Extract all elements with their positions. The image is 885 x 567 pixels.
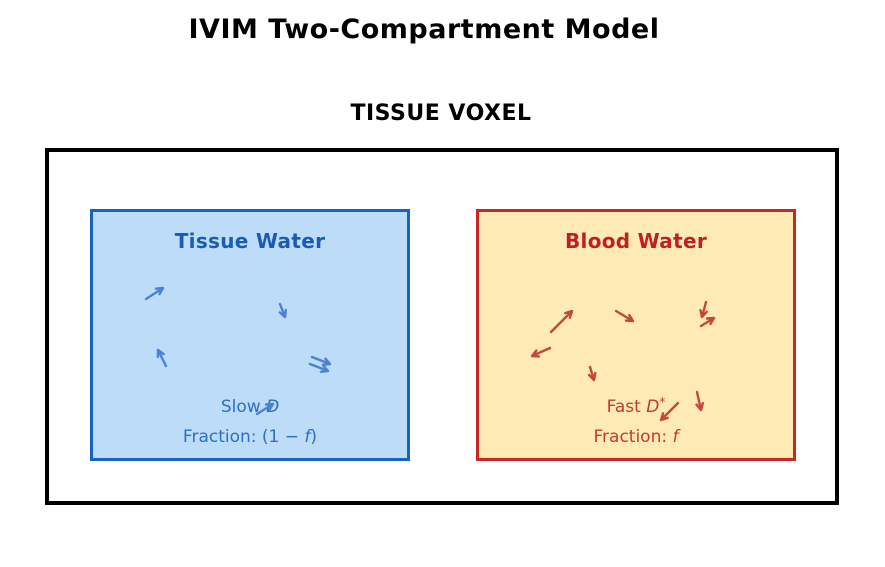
fraction-symbol: f (304, 427, 311, 447)
pseudo-diffusion-coefficient-symbol: D (646, 397, 660, 417)
tissue-fraction-label: Fraction: (1 − f) (182, 427, 318, 447)
tissue-diffusion-label: Slow D (220, 397, 280, 417)
blood-water-compartment: Blood Water Fast D* Fraction: f (476, 209, 796, 461)
tissue-water-title: Tissue Water (174, 229, 326, 253)
blood-diffusion-label: Fast D* (606, 395, 666, 417)
tissue-water-compartment: Tissue Water Slow D Fraction: (1 − f) (90, 209, 410, 461)
diffusion-coefficient-symbol: D (266, 397, 280, 417)
blood-water-labels: Fast D* Fraction: f (479, 390, 793, 450)
tissue-water-labels: Slow D Fraction: (1 − f) (93, 390, 407, 450)
perfusion-fraction-symbol: f (672, 427, 679, 447)
voxel-label: TISSUE VOXEL (350, 101, 532, 126)
blood-fraction-label: Fraction: f (593, 427, 679, 447)
blood-water-title: Blood Water (565, 229, 707, 253)
diagram-title: IVIM Two-Compartment Model (188, 14, 660, 45)
